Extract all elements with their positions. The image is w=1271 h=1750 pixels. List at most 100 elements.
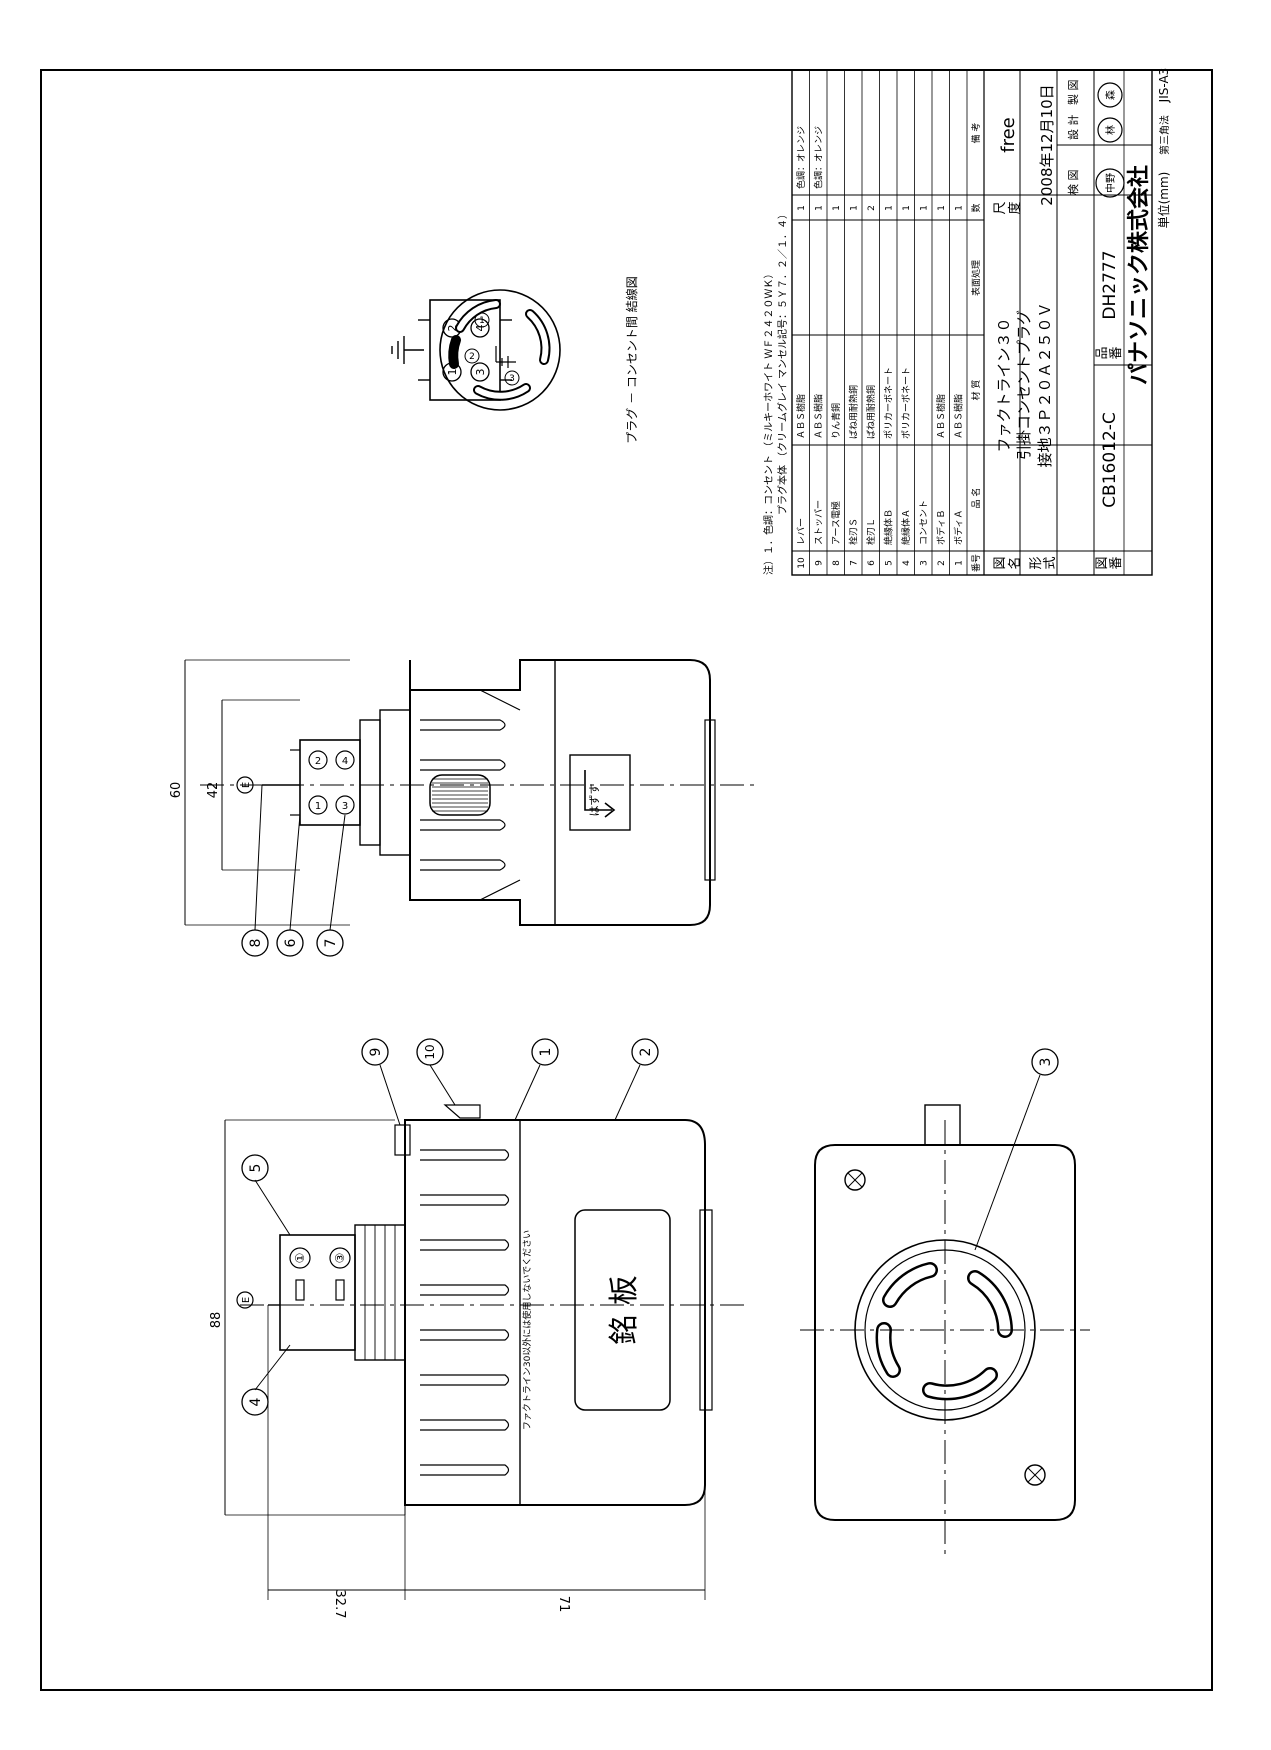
drawing-frame <box>40 69 1213 1691</box>
parts-row-qty: 1 <box>850 205 860 211</box>
product-no: DH2777 <box>1100 250 1120 319</box>
parts-row-qty: 1 <box>920 205 930 211</box>
side-pin-2: 2 <box>315 756 321 767</box>
side-pin-4: 4 <box>342 756 348 767</box>
svg-text:番: 番 <box>1109 346 1124 359</box>
connection-caption: プラグ － コンセント間 結線図 <box>624 276 639 443</box>
front-earth-mark: E <box>241 1297 252 1303</box>
company-name: パナソニック株式会社 <box>1126 165 1152 385</box>
parts-row-qty: 1 <box>815 205 825 211</box>
front-pin-1: ① <box>293 1253 307 1264</box>
callout-5: 5 <box>248 1164 264 1173</box>
paper-size: JIS-A3 <box>1157 68 1171 104</box>
parts-row-qty: 1 <box>885 205 895 211</box>
parts-row-material: ポリカーボネート <box>884 367 895 439</box>
parts-row-no: 4 <box>902 560 912 566</box>
earth-symbol-icon <box>391 336 424 364</box>
note-line-2: プラグ本体 （クリームグレイ マンセル記号：５Ｙ７．２／１．４） <box>776 209 789 515</box>
unit-label: 単位(mm) <box>1156 172 1171 229</box>
callout-4: 4 <box>248 1397 264 1406</box>
side-view: はずす 2 4 1 3 60 42 E 8 6 <box>169 659 760 957</box>
check-label: 検 図 <box>1066 170 1080 196</box>
parts-row-name: 栓刃Ｓ <box>848 518 860 545</box>
socket-terminal-2: 2 <box>469 352 475 362</box>
parts-row-no: 3 <box>920 560 930 566</box>
make-stamp <box>1097 82 1123 108</box>
parts-row-name: ボディＡ <box>953 510 965 545</box>
make-label: 製 図 <box>1066 80 1080 106</box>
svg-text:式: 式 <box>1043 556 1058 569</box>
parts-row-qty: 1 <box>955 205 965 211</box>
parts-row-material: ＡＢＳ樹脂 <box>935 394 947 439</box>
parts-row-name: 絶縁体Ａ <box>900 509 912 545</box>
svg-text:尺: 尺 <box>993 201 1008 214</box>
parts-row-material: ＡＢＳ樹脂 <box>813 394 825 439</box>
parts-row-material: ばね用耐熱銅 <box>848 385 860 439</box>
release-label: はずす <box>588 784 601 817</box>
parts-row-remark: 色調：オレンジ <box>813 126 825 189</box>
parts-row-name: コンセント <box>919 500 930 545</box>
svg-text:中野: 中野 <box>1104 173 1117 193</box>
svg-text:名: 名 <box>1007 556 1023 569</box>
front-view: ファクトライン30以外には使用しないでください 銘 板 ① ③ 88 32.7 … <box>209 1038 750 1619</box>
parts-row-qty: 1 <box>832 205 842 211</box>
svg-text:林: 林 <box>1104 125 1117 135</box>
callout-6: 6 <box>283 938 299 947</box>
note-line-1: 注）１．色調：コンセント （ミルキーホワイト ＷＦ２４２０ＷＫ） <box>762 269 775 575</box>
nameplate <box>574 1209 671 1411</box>
callout-7: 7 <box>323 939 339 948</box>
side-dim-overall: 60 <box>169 782 184 799</box>
model-value: 接地３Ｐ２０Ａ２５０Ｖ <box>1036 302 1054 467</box>
socket-terminal-3: 3 <box>509 374 515 384</box>
parts-row-qty: 1 <box>797 205 807 211</box>
parts-row-name: ストッパー <box>814 500 825 545</box>
parts-row-remark: 色調：オレンジ <box>795 126 807 189</box>
parts-header-finish: 表面処理 <box>970 260 982 296</box>
callout-10: 10 <box>423 1044 437 1059</box>
parts-row-no: 10 <box>797 557 807 569</box>
title-block: 10 レバー ＡＢＳ樹脂 1 色調：オレンジ 9 ストッパー ＡＢＳ樹脂 1 色… <box>762 68 1171 576</box>
callout-3: 3 <box>1038 1058 1054 1067</box>
nameplate-label: 銘 板 <box>607 1275 642 1345</box>
svg-text:森: 森 <box>1104 90 1117 100</box>
parts-row-name: 栓刃Ｌ <box>865 518 877 545</box>
parts-row-qty: 2 <box>867 205 877 211</box>
parts-row-name: レバー <box>796 518 807 545</box>
face-view: 3 <box>800 1048 1090 1560</box>
parts-row-material: りん青銅 <box>830 403 842 439</box>
parts-header-no: 番号 <box>970 554 982 572</box>
design-stamp <box>1097 117 1123 143</box>
callout-9: 9 <box>368 1048 384 1057</box>
product-name-line-2: 引掛コンセントプラグ <box>1015 310 1033 460</box>
parts-header-remark: 備 考 <box>970 123 982 144</box>
projection-label: 第三角法 <box>1158 115 1171 155</box>
socket-terminal-1: 1 <box>479 316 485 326</box>
side-pin-1: 1 <box>315 801 321 812</box>
parts-row-no: 5 <box>885 560 895 566</box>
svg-text:品: 品 <box>1095 346 1110 359</box>
parts-row-no: 8 <box>832 560 842 566</box>
parts-row-name: ボディＢ <box>935 510 947 545</box>
drawing-date: 2008年12月10日 <box>1038 84 1056 205</box>
terminal-4: 4 <box>474 325 487 332</box>
plug-terminal-block <box>429 299 501 401</box>
parts-row-material: ポリカーボネート <box>901 367 912 439</box>
check-stamp <box>1095 168 1125 198</box>
parts-row-material: ＡＢＳ樹脂 <box>795 394 807 439</box>
front-dim-overall: 88 <box>209 1312 224 1329</box>
terminal-2: 2 <box>446 325 459 332</box>
parts-row-no: 7 <box>850 560 860 566</box>
parts-row-name: 絶縁体Ｂ <box>883 509 895 545</box>
parts-header-qty: 数 <box>970 203 982 212</box>
front-dim-pin: 32.7 <box>332 1590 347 1619</box>
front-dim-body: 71 <box>556 1596 571 1613</box>
scale-value: free <box>998 117 1019 153</box>
callout-2: 2 <box>638 1048 654 1057</box>
design-label: 設 計 <box>1066 115 1080 141</box>
terminal-1: 1 <box>446 369 459 376</box>
name-label: 図 <box>993 556 1008 569</box>
drawing-no-label: 図 <box>1095 556 1110 569</box>
parts-row-material: ばね用耐熱銅 <box>865 385 877 439</box>
parts-row-no: 1 <box>955 560 965 566</box>
